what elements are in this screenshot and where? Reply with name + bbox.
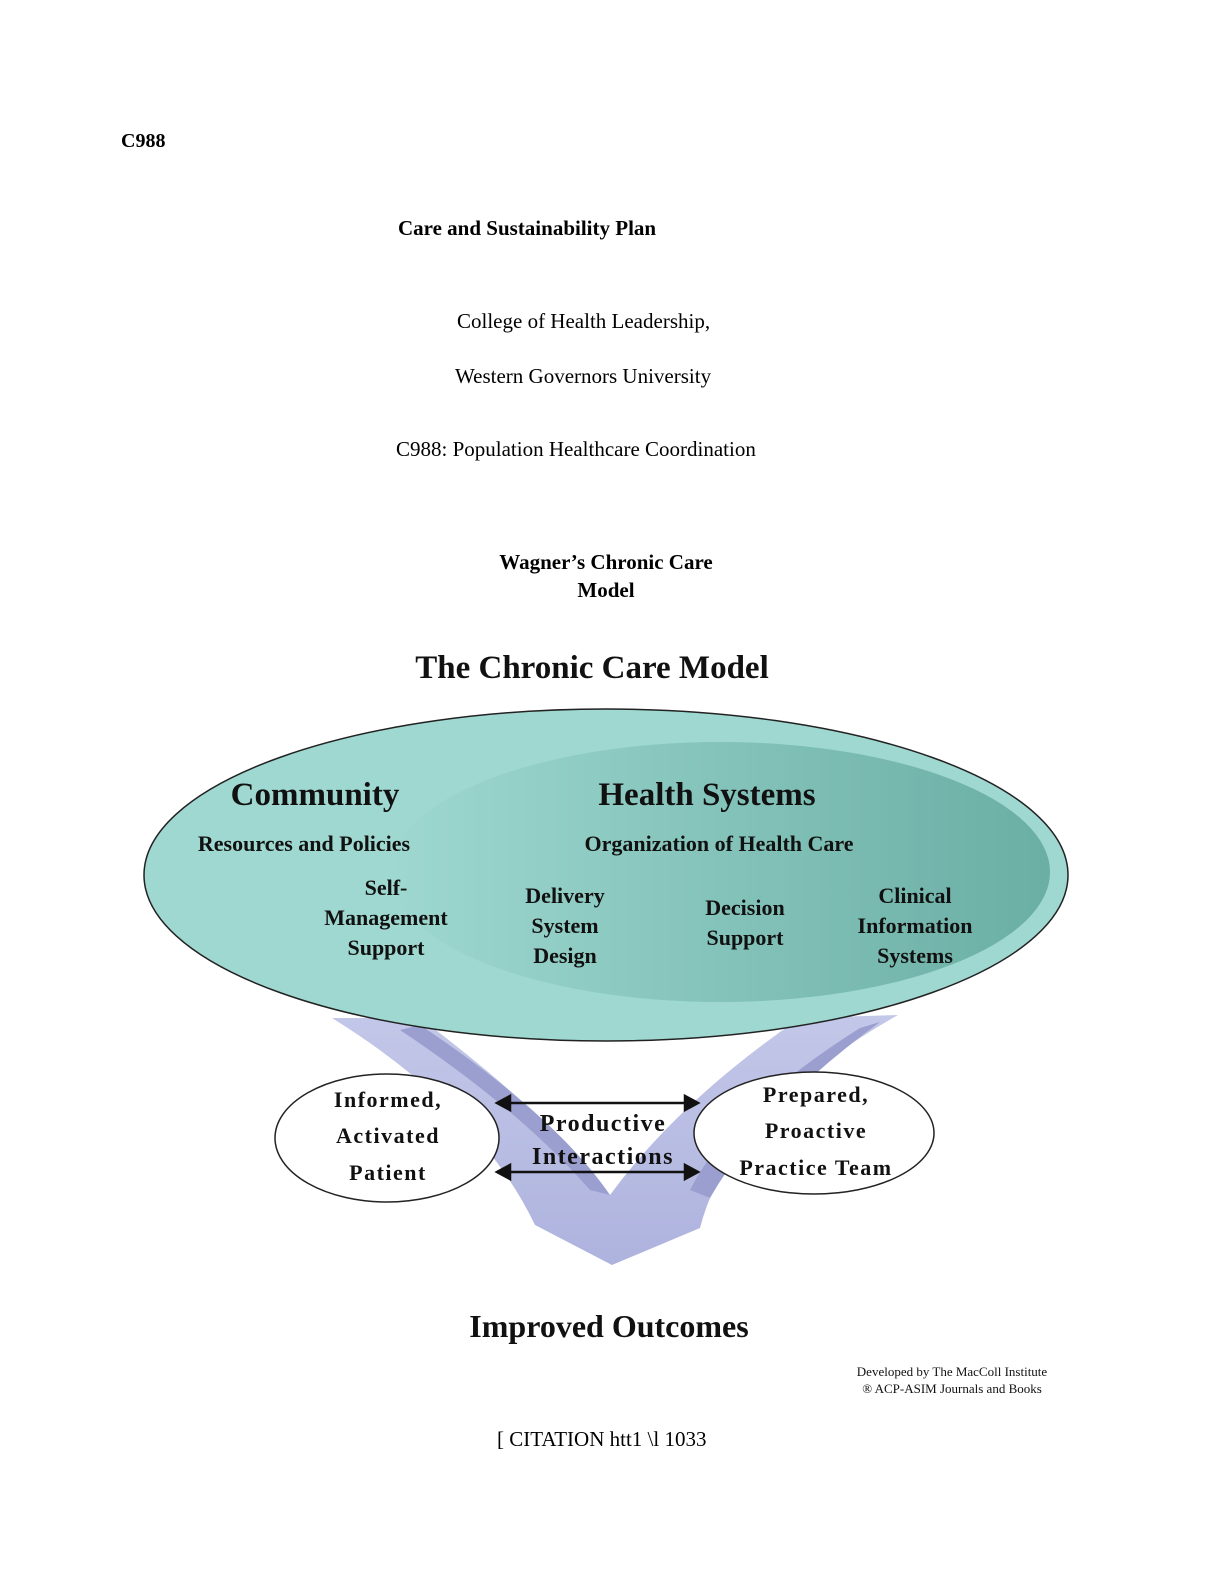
decision-support: Decision Support [705,895,784,950]
university-name: Western Governors University [455,364,712,388]
health-systems-subheading: Organization of Health Care [584,831,853,856]
productive-interactions: Productive Interactions [532,1111,674,1170]
figure-caption-line1: Wagner’s Chronic Care [499,550,713,574]
interactions-line2: Interactions [532,1144,674,1170]
decision-line2: Support [706,925,784,950]
chronic-care-model-diagram: The Chronic Care Model Community Resourc… [143,650,1069,1396]
figure-caption: Wagner’s Chronic Care Model [0,548,1212,604]
credit-line1: Developed by The MacColl Institute [857,1364,1048,1379]
team-line1: Prepared, [763,1082,869,1107]
community-heading: Community [231,777,400,813]
self-management-line1: Self- [365,875,408,900]
college-name: College of Health Leadership, [457,309,711,333]
delivery-line3: Design [533,943,597,968]
interaction-arrows [494,1093,701,1182]
interactions-line1: Productive [540,1111,667,1137]
community-subheading: Resources and Policies [198,831,411,856]
course-name: C988: Population Healthcare Coordination [396,437,756,461]
delivery-line2: System [531,913,598,938]
course-code-header: C988 [121,130,166,152]
team-ellipse [693,1071,935,1195]
clinical-line2: Information [858,913,973,938]
informed-activated-patient: Informed, Activated Patient [334,1087,442,1185]
self-management-line2: Management [324,905,448,930]
patient-line1: Informed, [334,1087,442,1112]
patient-ellipse [274,1073,500,1203]
improved-outcomes: Improved Outcomes [469,1308,748,1344]
clinical-line3: Systems [877,943,953,968]
delivery-system-design: Delivery System Design [525,883,604,968]
citation-field: [ CITATION htt1 \l 1033 [497,1427,707,1451]
self-management-support: Self- Management Support [324,875,448,960]
diagram-title: The Chronic Care Model [415,650,769,686]
clinical-line1: Clinical [878,883,951,908]
self-management-line3: Support [347,935,425,960]
patient-line2: Activated [336,1123,440,1148]
patient-line3: Patient [349,1160,427,1185]
team-line3: Practice Team [739,1155,892,1180]
decision-line1: Decision [705,895,784,920]
credit-line2: ® ACP-ASIM Journals and Books [862,1381,1042,1396]
document-title: Care and Sustainability Plan [398,216,657,240]
health-systems-ellipse [390,742,1050,1002]
health-systems-heading: Health Systems [598,777,815,813]
team-line2: Proactive [765,1118,867,1143]
prepared-proactive-team: Prepared, Proactive Practice Team [739,1082,892,1180]
clinical-information-systems: Clinical Information Systems [858,883,973,968]
figure-caption-line2: Model [577,578,635,602]
delivery-line1: Delivery [525,883,604,908]
